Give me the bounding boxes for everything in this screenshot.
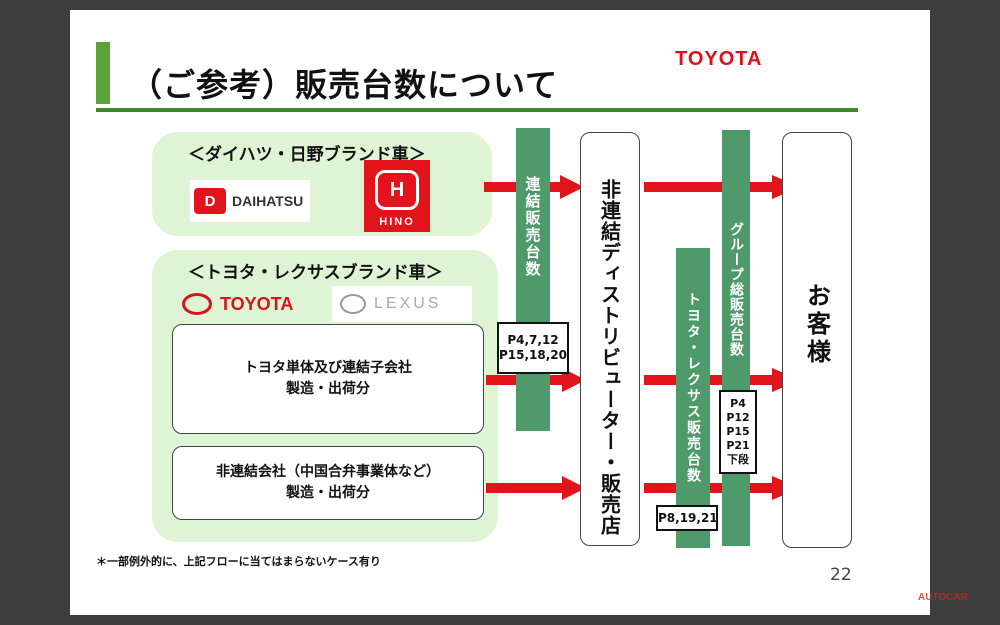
lexus-emblem-icon bbox=[340, 294, 366, 314]
group-total-page-3: P15 bbox=[726, 425, 750, 438]
non-consolidated-line2: 製造・出荷分 bbox=[286, 485, 370, 501]
page-number: 22 bbox=[830, 565, 852, 585]
toyota-consolidated-line1: トヨタ単体及び連結子会社 bbox=[244, 360, 412, 376]
non-consolidated-box: 非連結会社（中国合弁事業体など） 製造・出荷分 bbox=[172, 446, 484, 520]
group-total-page-1: P4 bbox=[730, 397, 746, 410]
toyota-lexus-pages-box: P8,19,21 bbox=[656, 505, 718, 531]
group-total-page-5: 下段 bbox=[727, 453, 749, 466]
toyota-lexus-pages: P8,19,21 bbox=[658, 510, 718, 525]
daihatsu-icon: D bbox=[194, 188, 226, 214]
consolidated-sales-bar: 連結販売台数 bbox=[516, 128, 550, 431]
arrow-toyota-head bbox=[562, 368, 586, 392]
toyota-lexus-sales-label: トヨタ・レクサス販売台数 bbox=[685, 292, 701, 484]
customer-label: お客様 bbox=[802, 283, 831, 367]
group-total-bar: グループ総販売台数 bbox=[722, 130, 750, 546]
arrow-dist-customer-mid-shaft bbox=[644, 375, 776, 385]
slide-title: （ご参考）販売台数について bbox=[130, 66, 559, 104]
lexus-logo-text: LEXUS bbox=[374, 295, 442, 312]
toyota-logo: TOYOTA bbox=[182, 286, 312, 322]
hino-logo-text: HINO bbox=[379, 216, 415, 228]
toyota-logo-text: TOYOTA bbox=[220, 293, 294, 314]
arrow-nonconsolidated-shaft bbox=[486, 483, 566, 493]
arrow-nonconsolidated-head bbox=[562, 476, 586, 500]
hino-logo: H HINO bbox=[364, 160, 430, 232]
daihatsu-logo-text: DAIHATSU bbox=[232, 193, 304, 209]
lexus-logo: LEXUS bbox=[332, 286, 472, 322]
toyota-consolidated-box: トヨタ単体及び連結子会社 製造・出荷分 bbox=[172, 324, 484, 434]
arrow-dist-customer-bottom-shaft bbox=[644, 483, 776, 493]
distributor-box: 非連結ディストリビューター・販売店 bbox=[580, 132, 640, 546]
watermark: AUTOCAR bbox=[918, 592, 968, 603]
title-underline bbox=[96, 108, 858, 112]
non-consolidated-line1: 非連結会社（中国合弁事業体など） bbox=[216, 464, 440, 480]
toyota-emblem-icon bbox=[182, 293, 212, 315]
customer-box: お客様 bbox=[782, 132, 852, 548]
toyota-brand-mark: TOYOTA bbox=[675, 48, 763, 70]
distributor-label: 非連結ディストリビューター・販売店 bbox=[597, 179, 622, 536]
consolidated-sales-label: 連結販売台数 bbox=[523, 176, 542, 278]
consolidated-pages-line2: P15,18,20 bbox=[499, 348, 568, 362]
hino-emblem-icon: H bbox=[375, 170, 419, 210]
group-total-label: グループ総販売台数 bbox=[728, 222, 744, 357]
consolidated-pages-box: P4,7,12 P15,18,20 bbox=[497, 322, 569, 374]
group-total-page-4: P21 bbox=[726, 439, 750, 452]
daihatsu-logo: D DAIHATSU bbox=[190, 180, 310, 222]
footnote: ＊一部例外的に、上記フローに当てはまらないケース有り bbox=[96, 555, 381, 568]
consolidated-pages-line1: P4,7,12 bbox=[507, 333, 559, 347]
group-total-page-2: P12 bbox=[726, 411, 750, 424]
title-accent-bar bbox=[96, 42, 110, 104]
toyota-consolidated-line2: 製造・出荷分 bbox=[286, 381, 370, 397]
group-total-pages-box: P4 P12 P15 P21 下段 bbox=[719, 390, 757, 474]
arrow-dist-customer-top-shaft bbox=[644, 182, 776, 192]
toyota-lexus-heading: ＜トヨタ・レクサスブランド車＞ bbox=[188, 263, 443, 283]
toyota-lexus-sales-bar: トヨタ・レクサス販売台数 bbox=[676, 248, 710, 548]
arrow-daihatsu-head bbox=[560, 175, 584, 199]
